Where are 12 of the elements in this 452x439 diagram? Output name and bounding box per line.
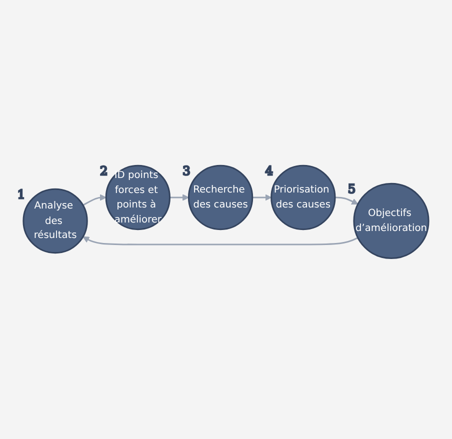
step-number: 3 <box>182 164 190 178</box>
arrow <box>82 236 358 246</box>
arrow <box>82 194 106 206</box>
step-number: 4 <box>265 164 273 178</box>
arrow <box>170 194 189 201</box>
step-number: 5 <box>348 182 356 196</box>
node-circle: ID points forces et points à améliorer <box>105 164 170 230</box>
step-number: 2 <box>100 164 108 178</box>
arrow <box>335 196 358 204</box>
arrow <box>252 194 272 201</box>
step-number: 1 <box>17 187 26 202</box>
node-circle: Analyse des résultats <box>22 188 88 254</box>
